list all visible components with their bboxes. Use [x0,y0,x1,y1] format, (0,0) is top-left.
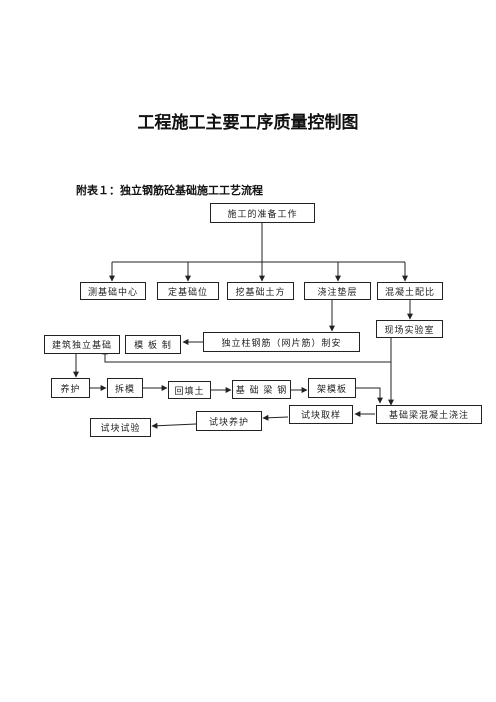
arrow-formwork-to-pour [356,387,383,404]
node-beam-rebar: 基 础 梁 钢 [232,380,291,399]
node-survey: 测基础中心 [80,282,146,300]
node-set-formwork: 架模板 [308,378,356,398]
node-formwork-make: 模 板 制 [125,335,181,354]
node-excavate: 挖基础土方 [227,282,294,300]
node-cushion: 浇注垫层 [304,282,371,300]
diagram-subtitle: 附表１：独立钢筋砼基础施工工艺流程 [76,184,263,197]
node-pour: 基础梁混凝土浇注 [376,405,482,424]
node-test: 试块试验 [90,418,151,437]
node-sampling: 试块取样 [289,405,353,424]
node-backfill: 回填土 [168,381,211,399]
node-lab: 现场实验室 [376,320,443,338]
arrow-specimen-cure-to-test [151,422,197,429]
node-specimen-cure: 试块养护 [196,411,262,431]
arrow-sampling-to-specimen-cure [262,414,289,421]
page-title: 工程施工主要工序质量控制图 [137,113,359,133]
node-position: 定基础位 [157,282,219,300]
node-rebar: 独立柱钢筋（网片筋）制安 [203,332,360,352]
node-build: 建筑独立基础 [44,335,120,354]
node-cure: 养护 [51,378,90,398]
node-strip: 拆模 [107,378,143,398]
node-mix: 混凝土配比 [377,282,443,300]
node-prep: 施工的准备工作 [210,203,315,223]
